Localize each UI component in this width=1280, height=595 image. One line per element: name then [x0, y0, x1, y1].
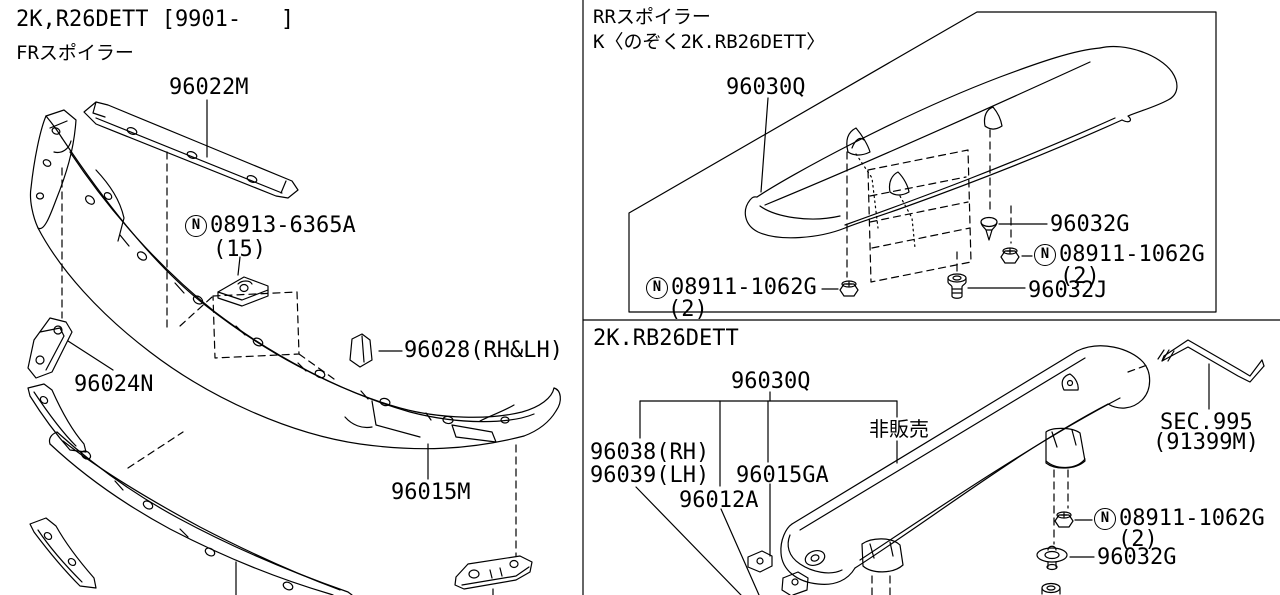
construction-lines-rb26 [871, 363, 1151, 595]
sec995-ref-label: (91399M) [1153, 430, 1259, 455]
rr-spoiler-box-drawing [628, 11, 1217, 313]
section-dividers [582, 0, 1280, 595]
side-piece-upper-shape [27, 383, 87, 453]
rr-section-title: RRスポイラー [593, 6, 711, 28]
n-prefix-icon: N [185, 214, 207, 237]
rr-wing-shape [744, 45, 1178, 239]
bracket-96024n-shape [27, 317, 73, 379]
grommet-icon [980, 216, 998, 241]
left-section-subtitle: FRスポイラー [16, 42, 134, 64]
part-label-96012a: 96012A [679, 488, 759, 513]
part-label-96015ga: 96015GA [736, 463, 829, 488]
part-label-96030q-rr: 96030Q [726, 75, 806, 100]
construction-lines-rr [846, 129, 1012, 283]
nut-icon [1000, 247, 1020, 264]
rb26-spoiler-drawing [635, 339, 1265, 595]
rr-section-subtitle: K〈のぞく2K.RB26DETT〉 [593, 31, 826, 53]
part-number: 08913-6365A [210, 213, 356, 238]
bracket-96028-shape [349, 333, 373, 368]
sec995-label: SEC.995 [1160, 410, 1253, 435]
part-number: 08911-1062G [671, 275, 817, 300]
front-spoiler-drawing [27, 99, 561, 595]
sec995-rod-shape [1157, 339, 1265, 383]
nut-icon [1054, 511, 1074, 528]
left-section-title: 2K,R26DETT [9901- ] [16, 7, 295, 32]
part-label-96032j: 96032J [1028, 278, 1108, 303]
part-number: 08911-1062G [1119, 506, 1265, 531]
n-prefix-icon: N [1034, 243, 1056, 266]
fascia-96015m-shape [29, 109, 561, 450]
part-qty-08911-right: (2) [1060, 264, 1100, 289]
part-label-96032g-rr: 96032G [1050, 212, 1130, 237]
clamp-96012a-shape [747, 550, 809, 595]
side-piece-lower-shape [29, 517, 97, 589]
not-sold-label: 非販売 [869, 417, 929, 441]
part-label-96015m: 96015M [391, 480, 471, 505]
rr-frame [628, 11, 1217, 313]
part-qty-08911-left: (2) [668, 297, 708, 322]
leader-lines-rb26 [1069, 519, 1095, 558]
n-prefix-icon: N [646, 276, 668, 299]
part-label-96038: 96038(RH) [590, 440, 710, 465]
part-label-96039: 96039(LH) [590, 463, 710, 488]
construction-lines-left [61, 151, 517, 557]
part-label-96024n: 96024N [74, 372, 154, 397]
part-label-96030q-rb26: 96030Q [731, 369, 811, 394]
clip-icon [947, 273, 967, 299]
part-qty-08913: (15) [213, 237, 266, 262]
leader-lines-rr [760, 97, 1048, 290]
strip-96022m-shape [83, 101, 299, 199]
bottom-bracket-shape [454, 555, 533, 590]
clip-08913-shape [217, 276, 269, 307]
part-label-96028: 96028(RH&LH) [404, 338, 563, 363]
leader-lines-left [67, 99, 494, 595]
n-prefix-icon: N [1094, 507, 1116, 530]
label-tree-lines [635, 363, 1210, 595]
part-label-96022m: 96022M [169, 75, 249, 100]
part-label-96032g-rb26: 96032G [1097, 545, 1177, 570]
lower-strip-shape [48, 431, 353, 595]
rb26-section-title: 2K.RB26DETT [593, 326, 739, 351]
nut-icon [839, 280, 859, 297]
part-qty-08911-rb26: (2) [1118, 527, 1158, 552]
rb26-wing-shape [780, 345, 1151, 585]
part-number: 08911-1062G [1059, 242, 1205, 267]
clip-partial-icon [1041, 582, 1061, 595]
grommet-large-icon [1036, 545, 1068, 571]
